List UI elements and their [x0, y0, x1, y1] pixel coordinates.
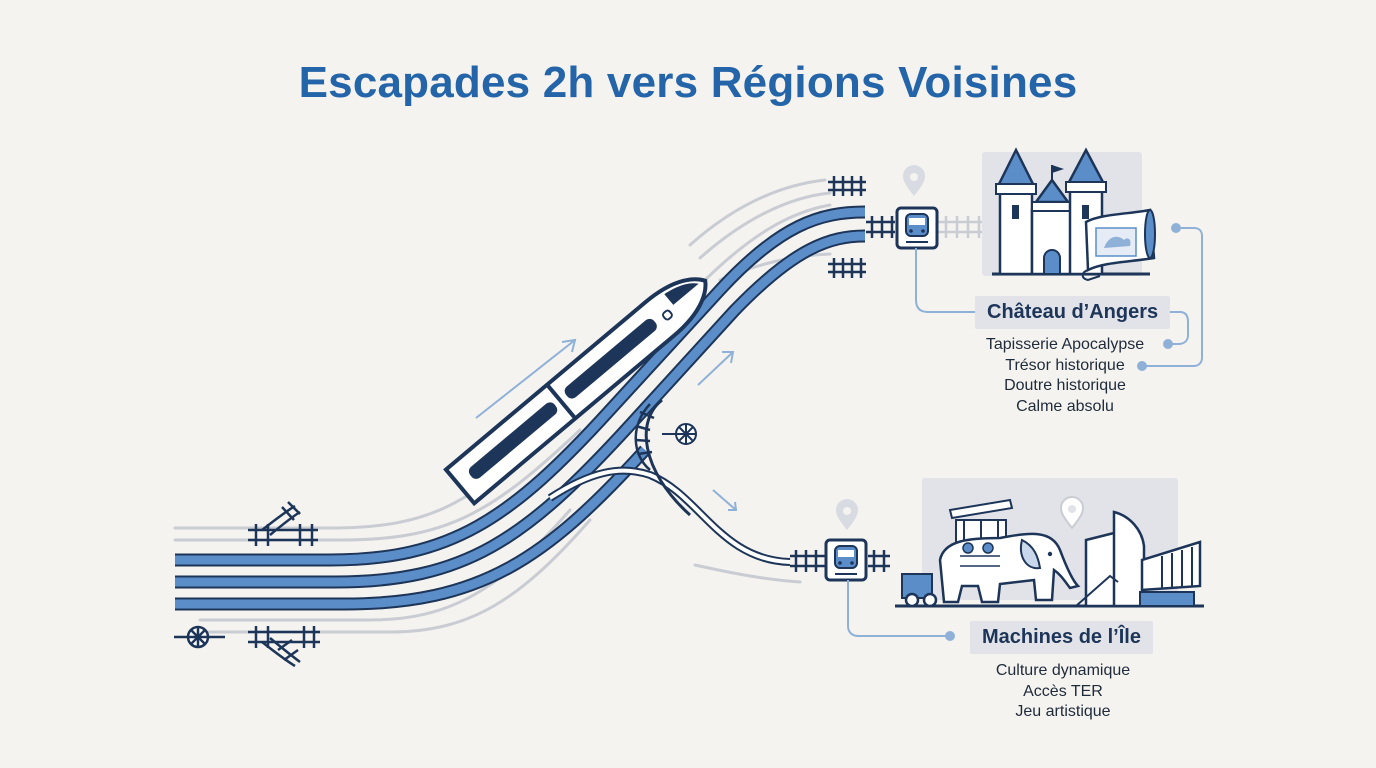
track-segment-icon — [634, 403, 655, 471]
train-wheel-icon — [174, 625, 225, 649]
feature-item: Trésor historique — [1005, 356, 1125, 374]
destination-label-machines-ile: Machines de l’Île — [970, 621, 1153, 654]
train-station-icon — [824, 538, 868, 582]
castle-icon — [982, 147, 1150, 276]
feature-item: Doutre historique — [1004, 377, 1126, 394]
high-speed-train-icon — [443, 277, 708, 507]
rail-switch-icon — [248, 501, 318, 546]
connector-lines — [847, 580, 955, 641]
modern-building-icon — [1075, 510, 1202, 608]
main-tracks — [175, 205, 866, 611]
location-pin-icon — [1059, 496, 1085, 530]
feature-item: Accès TER — [1023, 682, 1103, 700]
feature-item: Jeu artistique — [1015, 703, 1111, 720]
feature-item: Culture dynamique — [995, 662, 1131, 679]
feature-item: Tapisserie Apocalypse — [985, 336, 1145, 353]
feature-item: Calme absolu — [1016, 397, 1114, 415]
location-pin-icon — [903, 165, 925, 196]
destination-label-chateau-angers: Château d’Angers — [975, 296, 1171, 329]
rail-switch-icon — [248, 626, 320, 668]
track-segment-icon — [790, 550, 890, 572]
track-segment-icon — [828, 176, 895, 278]
train-wheel-icon — [662, 423, 697, 445]
tapestry-scroll-icon — [1081, 208, 1156, 282]
connector-lines — [915, 223, 1203, 371]
feature-list-machines-ile: Culture dynamique Accès TER Jeu artistiq… — [963, 661, 1163, 723]
track-segment-icon — [938, 216, 984, 238]
page-title: Escapades 2h vers Régions Voisines — [298, 58, 1078, 107]
feature-list-chateau-angers: Tapisserie Apocalypse Trésor historique … — [965, 335, 1165, 417]
motion-arrows — [475, 338, 738, 511]
train-station-icon — [895, 206, 939, 250]
location-pin-icon — [836, 499, 858, 530]
